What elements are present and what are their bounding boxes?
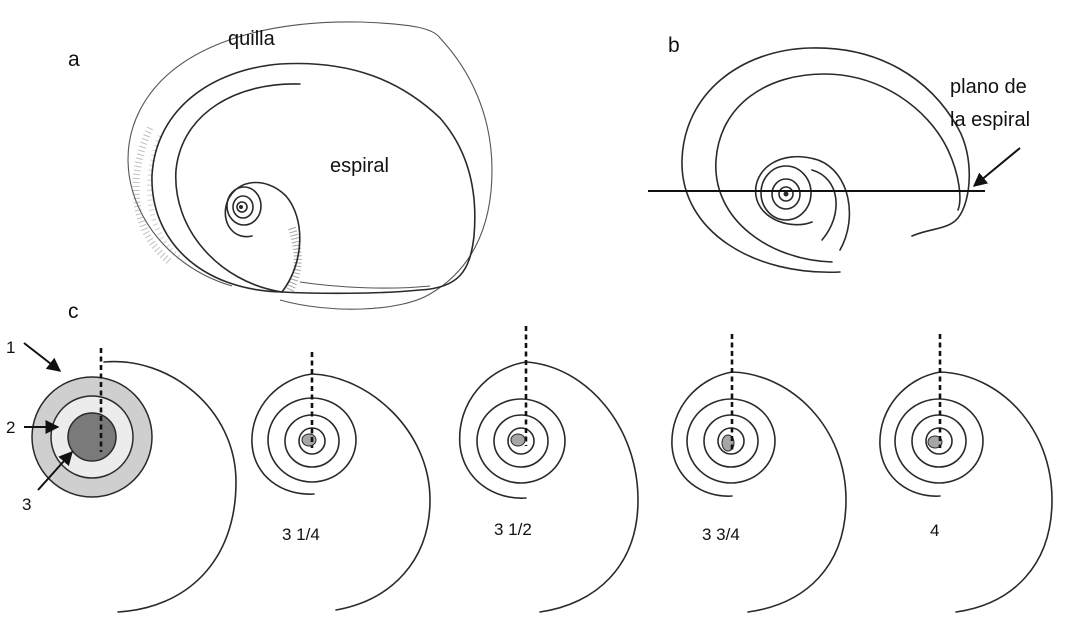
callout-1-arrow (23, 342, 62, 372)
spiral-3-3-4: 3 3/4 (671, 334, 847, 613)
spiral-4: 4 (879, 334, 1053, 613)
spiral-3-1-2: 3 1/2 (458, 326, 639, 613)
shell-a-aperture-edge (299, 281, 431, 289)
turns-label-4: 4 (930, 521, 939, 540)
zoned-spiral: 1 2 3 (6, 338, 237, 613)
shell-a-stipple (132, 126, 302, 292)
shell-a-inner-whorl (175, 83, 301, 293)
panel-b: b plano de la espiral (648, 34, 1030, 273)
spiral-plane-arrow (972, 147, 1021, 187)
callout-3-label: 3 (22, 495, 31, 514)
turns-label-3-1-4: 3 1/4 (282, 525, 320, 544)
keel-label: quilla (228, 28, 276, 50)
zoned-spiral-outer-whorl (103, 360, 237, 613)
shell-a-coil (224, 181, 301, 293)
panel-c-letter: c (68, 300, 79, 323)
shell-b-coil (760, 165, 837, 241)
shell-b-whorl (754, 155, 851, 251)
shell-a-keel-outline (127, 21, 493, 310)
plane-label-line2: la espiral (950, 109, 1030, 131)
spiral-label: espiral (330, 155, 389, 177)
turns-label-3-3-4: 3 3/4 (702, 525, 740, 544)
callout-2-label: 2 (6, 418, 15, 437)
zone-3-region (67, 412, 117, 462)
callout-3-arrow (37, 450, 73, 491)
shell-a-body-outline (151, 62, 476, 295)
panel-a: a quilla espiral (68, 21, 493, 310)
plane-label-line1: plano de (950, 76, 1027, 98)
panel-a-letter: a (68, 48, 80, 71)
callout-1-label: 1 (6, 338, 15, 357)
shell-b-outer-outline (681, 47, 971, 273)
spiral-3-1-4: 3 1/4 (251, 352, 431, 611)
panel-b-letter: b (668, 34, 680, 57)
shell-b-inner-outline (715, 73, 961, 263)
turns-label-3-1-2: 3 1/2 (494, 520, 532, 539)
panel-c: c 1 2 3 3 1/4 (6, 300, 1053, 613)
